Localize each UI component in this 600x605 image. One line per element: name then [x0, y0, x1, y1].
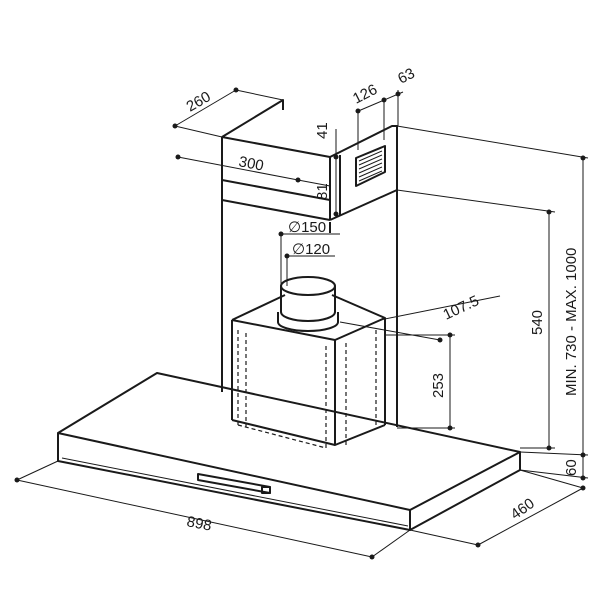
dimension-lines — [14, 87, 589, 560]
label-60: 60 — [563, 459, 580, 476]
dim-150-leader — [280, 233, 340, 286]
upper-back-top — [221, 99, 284, 138]
dim-120-leader — [286, 255, 335, 286]
dim-total-height-line — [396, 125, 589, 455]
label-898: 898 — [185, 513, 213, 534]
control-knob — [261, 486, 271, 494]
chimney-lower — [221, 188, 398, 427]
label-540: 540 — [529, 310, 546, 335]
dim-260-line — [174, 89, 237, 127]
label-150: ∅150 — [288, 219, 326, 236]
label-41: 41 — [314, 122, 331, 139]
motor-hidden-lines — [237, 330, 377, 449]
upper-front-lower-edge — [221, 179, 331, 201]
dim-300-line — [177, 156, 299, 181]
duct-body — [280, 286, 336, 322]
motor-bottom — [231, 419, 386, 446]
canopy — [57, 372, 521, 531]
label-63: 63 — [395, 65, 418, 88]
chimney-lower-top-front — [221, 199, 331, 221]
upper-top-right — [329, 125, 398, 190]
duct-top-rim — [280, 276, 336, 296]
duct-collar — [277, 312, 339, 332]
label-260: 260 — [184, 88, 214, 115]
canopy-side-face — [409, 452, 521, 531]
canopy-front-face — [57, 433, 411, 531]
label-253: 253 — [430, 373, 447, 398]
label-total-height: MIN. 730 - MAX. 1000 — [563, 248, 580, 396]
motor-housing — [231, 294, 386, 449]
chimney-lower-top-side — [329, 189, 398, 221]
motor-top — [231, 294, 386, 341]
upper-front-face — [221, 136, 331, 220]
label-107-5: 107.5 — [441, 292, 482, 323]
dim-253-line — [385, 334, 455, 429]
dim-60-line — [519, 451, 589, 479]
vent-grille — [355, 145, 386, 187]
label-81: 81 — [314, 183, 331, 200]
label-460: 460 — [508, 495, 538, 523]
chimney-upper — [221, 99, 398, 220]
vent-grille-slats — [358, 150, 383, 182]
label-300: 300 — [237, 153, 265, 174]
motor-sides — [231, 318, 386, 445]
canopy-inner-edge — [61, 457, 409, 527]
dimension-labels: 260 300 41 81 126 63 ∅150 ∅120 107.5 253… — [184, 65, 581, 535]
dim-460-line — [409, 469, 584, 546]
label-120: ∅120 — [292, 241, 330, 258]
canopy-top-outline — [57, 372, 521, 511]
dim-898-line — [16, 460, 411, 558]
dim-107-5-line — [339, 295, 501, 341]
